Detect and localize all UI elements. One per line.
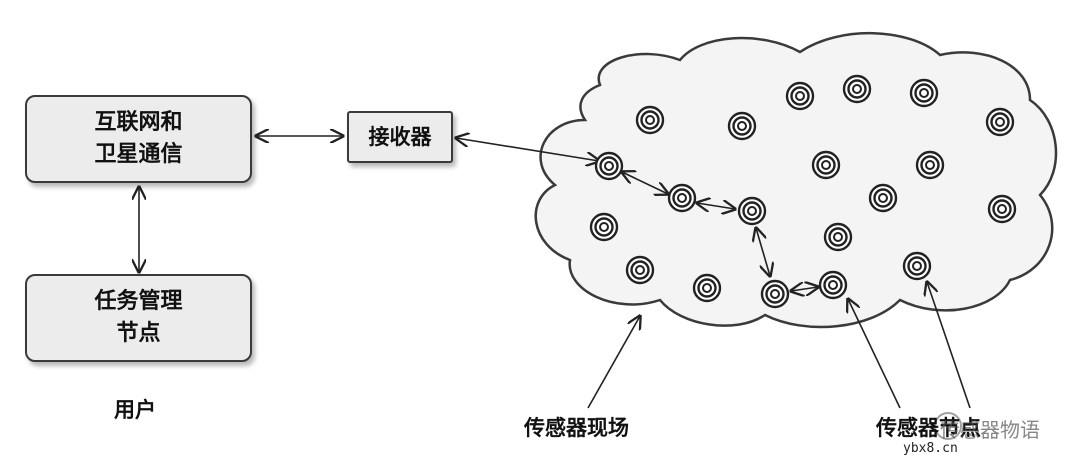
sensor-node-icon bbox=[692, 273, 722, 303]
hop-link bbox=[697, 203, 735, 209]
sensor-node-icon bbox=[667, 183, 697, 213]
node-pointer bbox=[927, 282, 971, 409]
task-line1: 任务管理 bbox=[94, 289, 183, 315]
sensor-field-cloud bbox=[534, 31, 1058, 329]
sensor-node-icon bbox=[737, 196, 767, 226]
sensor-node-icon bbox=[760, 279, 790, 309]
hop-link bbox=[791, 287, 818, 291]
node-pointer bbox=[848, 299, 901, 409]
receiver-sensor-link bbox=[456, 138, 599, 161]
sensor-node-icon bbox=[987, 194, 1017, 224]
sensor-node-icon bbox=[589, 212, 619, 242]
sensor-node-icon bbox=[811, 150, 841, 180]
task-line2: 节点 bbox=[116, 321, 161, 346]
sensor-node-icon bbox=[868, 183, 898, 213]
user-label: 用户 bbox=[114, 398, 156, 422]
sensor-node-icon bbox=[625, 255, 655, 285]
watermark-brand: 传感器物语 bbox=[940, 418, 1040, 442]
internet-line1: 互联网和 bbox=[94, 110, 183, 136]
field-pointer bbox=[587, 316, 640, 409]
receiver-label: 接收器 bbox=[368, 124, 432, 149]
sensor-node-icon bbox=[727, 111, 757, 141]
internet-line2: 卫星通信 bbox=[94, 142, 183, 167]
task-manager-node: 任务管理 节点 bbox=[25, 274, 252, 362]
sensor-node-icon bbox=[818, 270, 848, 300]
sensor-nodes bbox=[589, 74, 1017, 309]
internet-satellite-node: 互联网和 卫星通信 bbox=[25, 95, 252, 183]
hop-link bbox=[756, 228, 770, 276]
receiver-node: 接收器 bbox=[347, 111, 453, 163]
sensor-node-icon bbox=[902, 251, 932, 281]
sensor-node-icon bbox=[909, 78, 939, 108]
sensor-node-icon bbox=[842, 74, 872, 104]
sensor-node-icon bbox=[594, 151, 624, 181]
sensor-node-icon bbox=[785, 81, 815, 111]
sensor-field-label: 传感器现场 bbox=[524, 416, 629, 440]
sensor-node-icon bbox=[635, 105, 665, 135]
watermark-logo-icon bbox=[934, 412, 962, 440]
watermark-site: ybx8.cn bbox=[903, 441, 958, 456]
sensor-node-label: 传感器节点 bbox=[876, 416, 981, 440]
sensor-node-icon bbox=[915, 150, 945, 180]
sensor-node-icon bbox=[823, 222, 853, 252]
sensor-node-icon bbox=[985, 107, 1015, 137]
hop-link bbox=[622, 172, 668, 194]
